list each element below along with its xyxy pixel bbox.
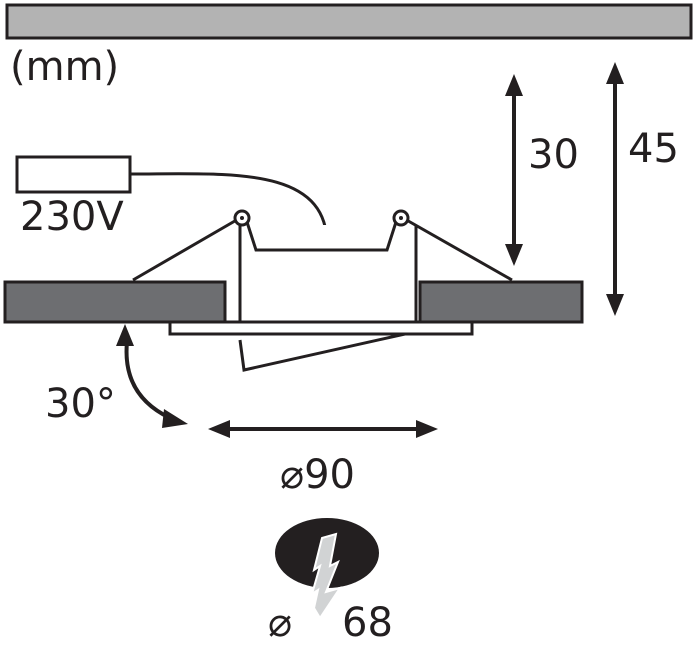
ceiling-board-left	[3, 280, 227, 324]
arrowhead-45-bottom	[606, 294, 624, 316]
cutout-diameter-value: 68	[342, 600, 393, 645]
ceiling-board-right	[418, 280, 584, 324]
arrowhead-90-right	[416, 420, 438, 438]
trim-ring	[168, 320, 474, 336]
arrowhead-90-left	[208, 420, 230, 438]
driver-box	[15, 155, 132, 194]
diameter-label-90: ⌀90	[280, 452, 355, 498]
voltage-label: 230V	[20, 194, 124, 240]
dimension-label-30: 30	[528, 132, 579, 178]
clip-pivot-left-center	[240, 216, 244, 220]
dimension-label-45: 45	[628, 126, 679, 172]
arrowhead-30-top	[505, 74, 523, 96]
arrowhead-tilt-top	[116, 324, 134, 346]
arrowhead-30-bottom	[505, 244, 523, 266]
lamp-housing-cup	[245, 221, 398, 252]
arrowhead-45-top	[606, 62, 624, 84]
cutout-diameter-symbol: ⌀	[268, 600, 292, 645]
power-cable	[129, 172, 329, 249]
tilted-lamp-insert	[238, 332, 406, 372]
drill-bolt-icon	[310, 532, 343, 620]
spring-clip-left	[132, 216, 241, 282]
tilt-angle-label: 30°	[45, 381, 116, 427]
ceiling-bar	[5, 3, 693, 40]
clip-pivot-right-center	[399, 216, 403, 220]
arrowhead-tilt-bottom	[162, 409, 188, 428]
tilt-angle-arc	[124, 341, 171, 420]
spring-clip-right	[402, 216, 513, 282]
unit-label: (mm)	[10, 44, 119, 90]
